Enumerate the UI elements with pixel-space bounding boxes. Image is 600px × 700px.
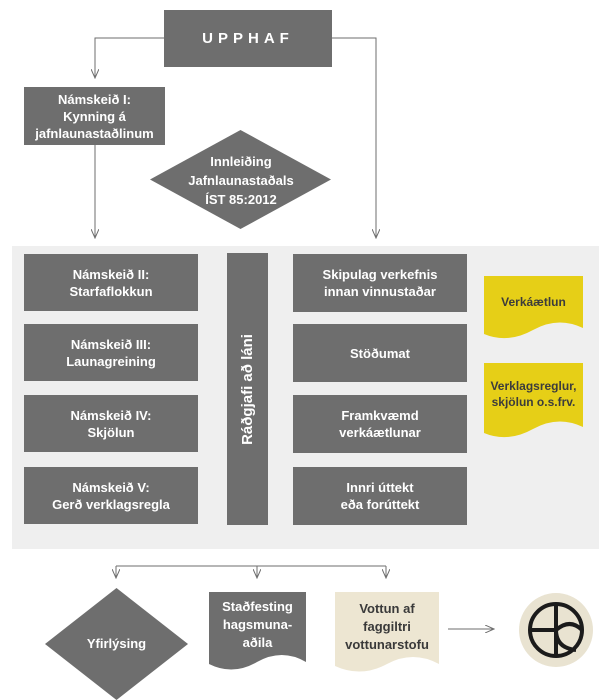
- standard-diamond: [150, 130, 331, 229]
- advisor-box: Ráðgjafi að láni: [227, 253, 268, 525]
- course-1-label: Námskeið I: Kynning á jafnlaunastaðlinum: [35, 91, 154, 141]
- connector-start-course1: [95, 37, 164, 78]
- connector-start-steps: [332, 37, 376, 238]
- document-2-label: Verklagsreglur, skjölun o.s.frv.: [490, 379, 577, 409]
- document-2-shape: [484, 363, 583, 438]
- start-box: UPPHAF: [164, 10, 332, 67]
- document-1-text: Verkáætlun: [484, 276, 583, 328]
- step-1-label: Skipulag verkefnis innan vinnustaðar: [322, 267, 438, 299]
- course-4-box: Námskeið IV: Skjölun: [24, 395, 198, 452]
- certification-seal-icon: [519, 593, 593, 667]
- certification-shape: [335, 592, 439, 672]
- declaration-text: Yfirlýsing: [70, 628, 163, 658]
- certification-text: Vottun af faggiltri vottunarstofu: [335, 596, 439, 658]
- document-2-text: Verklagsreglur, skjölun o.s.frv.: [484, 363, 583, 425]
- advisor-label: Ráðgjafi að láni: [239, 333, 257, 445]
- document-1-label: Verkáætlun: [501, 295, 566, 309]
- step-3-label: Framkvæmd verkáætlunar: [339, 408, 421, 440]
- step-1-box: Skipulag verkefnis innan vinnustaðar: [293, 254, 467, 312]
- course-5-box: Námskeið V: Gerð verklagsregla: [24, 467, 198, 524]
- course-2-label: Námskeið II: Starfaflokkun: [69, 266, 153, 299]
- certification-label: Vottun af faggiltri vottunarstofu: [345, 601, 429, 652]
- confirmation-shape: [209, 592, 306, 670]
- course-3-label: Námskeið III: Launagreining: [66, 336, 156, 369]
- declaration-label: Yfirlýsing: [86, 635, 147, 651]
- step-2-label: Stöðumat: [350, 345, 410, 361]
- standard-label: Innleiðing Jafnlaunastaðals ÍST 85:2012: [188, 153, 294, 207]
- step-4-label: Innri úttekt eða forúttekt: [340, 480, 420, 512]
- course-2-box: Námskeið II: Starfaflokkun: [24, 254, 198, 311]
- step-2-box: Stöðumat: [293, 324, 467, 382]
- confirmation-label: Staðfesting hagsmuna- aðila: [222, 599, 293, 650]
- start-label: UPPHAF: [202, 30, 294, 47]
- course-5-label: Námskeið V: Gerð verklagsregla: [52, 479, 170, 512]
- declaration-diamond: [45, 588, 188, 700]
- course-3-box: Námskeið III: Launagreining: [24, 324, 198, 381]
- step-4-box: Innri úttekt eða forúttekt: [293, 467, 467, 525]
- course-4-label: Námskeið IV: Skjölun: [70, 407, 152, 440]
- document-1-shape: [484, 276, 583, 339]
- standard-text: Innleiðing Jafnlaunastaðals ÍST 85:2012: [178, 146, 304, 214]
- course-1-box: Námskeið I: Kynning á jafnlaunastaðlinum: [24, 87, 165, 145]
- step-3-box: Framkvæmd verkáætlunar: [293, 395, 467, 453]
- confirmation-text: Staðfesting hagsmuna- aðila: [209, 594, 306, 656]
